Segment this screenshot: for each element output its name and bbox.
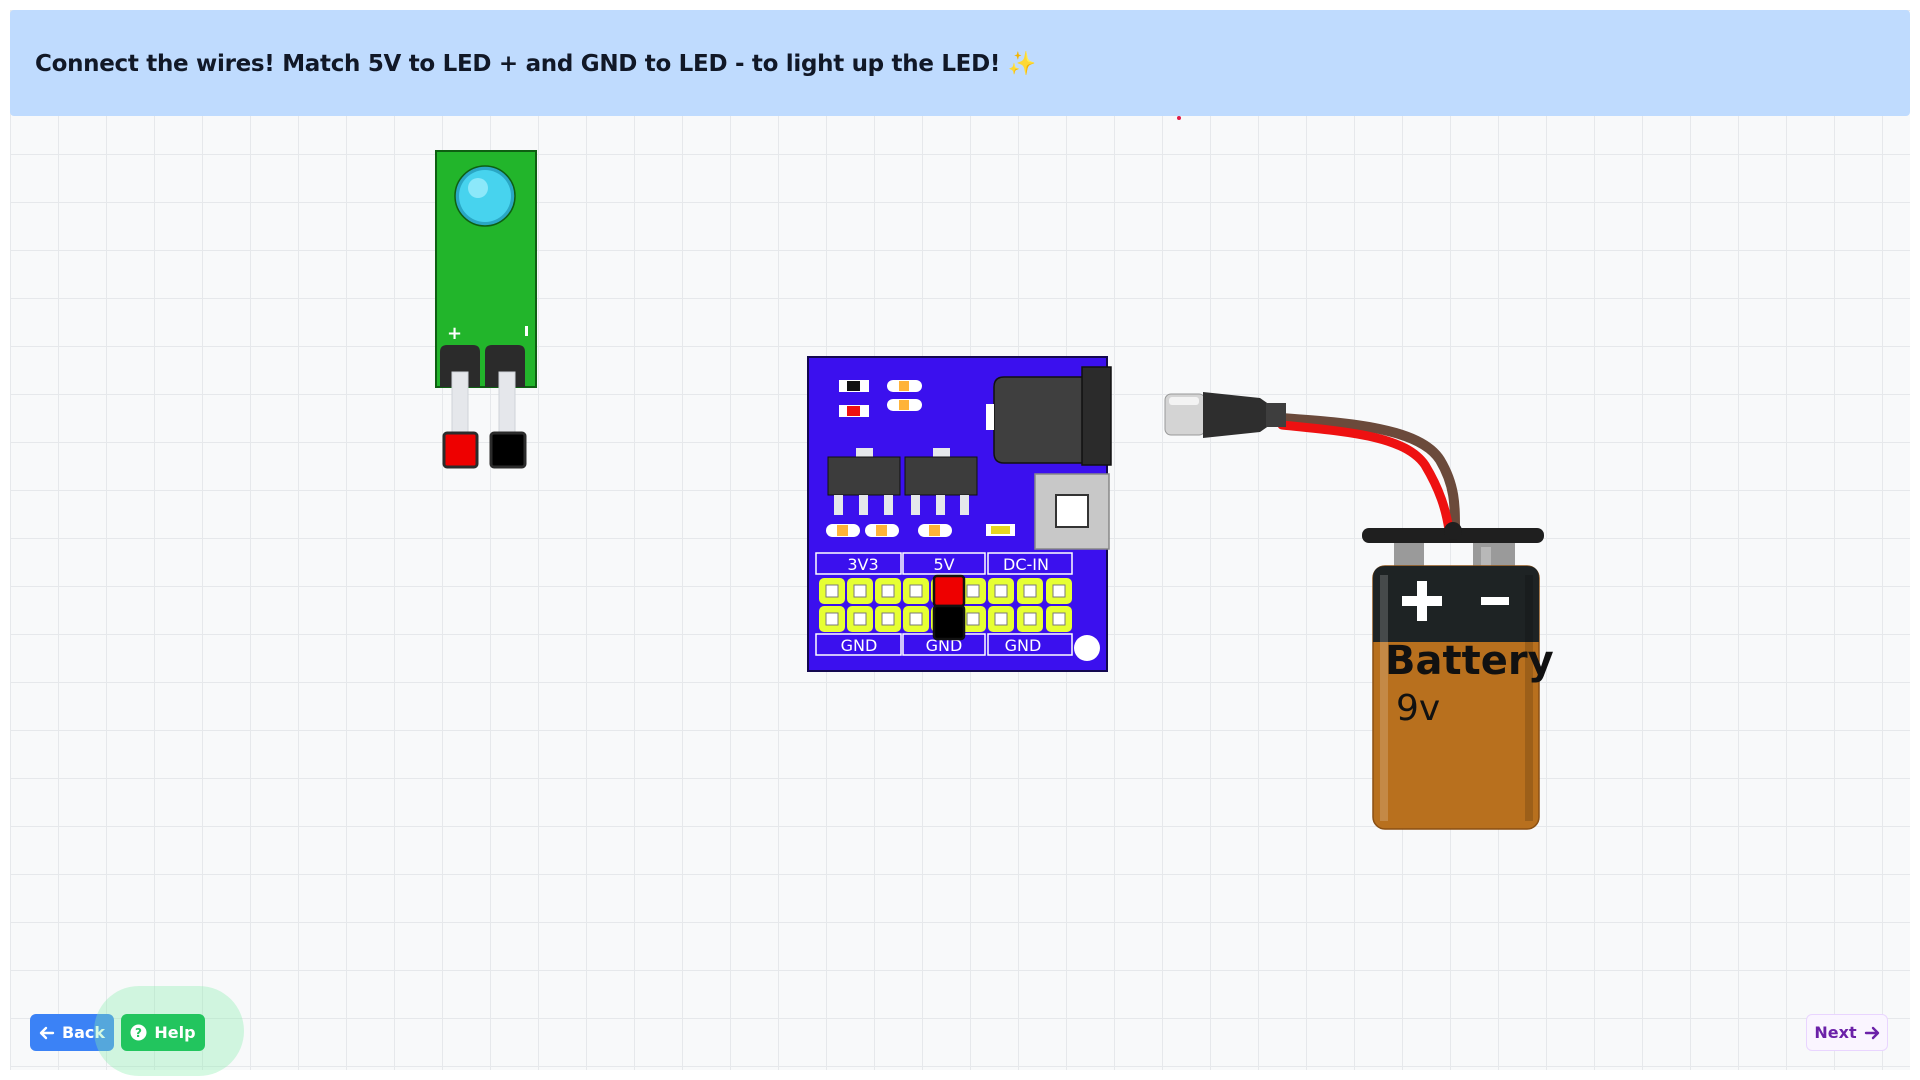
header-pin-hole — [1052, 584, 1066, 598]
led-lens-inner — [459, 170, 511, 222]
header-pin-hole — [909, 584, 923, 598]
dc-plug-strain — [1266, 403, 1286, 427]
smd-part — [847, 406, 860, 416]
header-pin-hole — [853, 612, 867, 626]
header-pin-hole — [825, 584, 839, 598]
arrow-right-icon — [1864, 1025, 1880, 1041]
dc-plug-shine — [1169, 397, 1199, 405]
rail-label-5v: 5V — [933, 555, 954, 574]
mounting-hole — [1074, 635, 1100, 661]
battery-cable-red — [1277, 420, 1454, 535]
power-board[interactable]: 3V3 5V DC-IN GND GND GND — [807, 356, 1112, 672]
header-pin-hole — [825, 612, 839, 626]
regulator-leg — [911, 495, 920, 515]
rail-label-3v3: 3V3 — [847, 555, 878, 574]
regulator-leg — [884, 495, 893, 515]
led-negative-pin[interactable] — [489, 431, 527, 469]
rail-label-dcin: DC-IN — [1003, 555, 1049, 574]
gnd-label-1: GND — [841, 636, 878, 655]
header-pin-hole — [853, 584, 867, 598]
regulator-leg — [936, 495, 945, 515]
svg-text:?: ? — [135, 1026, 142, 1040]
header-pin-hole — [966, 584, 980, 598]
help-button[interactable]: ? Help — [121, 1014, 205, 1051]
gnd-box-3 — [987, 633, 1073, 656]
board-gnd-pin[interactable] — [932, 604, 966, 641]
smd-led — [991, 526, 1010, 534]
led-positive-pin[interactable] — [442, 431, 479, 469]
battery-snap-knob — [1444, 522, 1462, 540]
board-5v-pin[interactable] — [932, 574, 966, 608]
battery-minus-icon — [1481, 597, 1509, 605]
battery-terminal-minus-inner — [1481, 547, 1491, 568]
back-button[interactable]: Back — [30, 1014, 114, 1051]
battery-terminal-minus — [1473, 543, 1515, 568]
header-pin-hole — [909, 612, 923, 626]
power-switch[interactable] — [1034, 473, 1110, 550]
next-label: Next — [1814, 1023, 1857, 1042]
gnd-label-2: GND — [926, 636, 963, 655]
regulator-leg — [960, 495, 969, 515]
rail-box-5v — [902, 552, 986, 575]
led-highlight — [468, 178, 488, 198]
rail-box-3v3 — [815, 552, 902, 575]
header-pin-hole — [994, 584, 1008, 598]
battery-shine — [1380, 575, 1388, 821]
battery-assembly[interactable]: Battery 9v — [1164, 392, 1554, 830]
header-pin-hole — [994, 612, 1008, 626]
voltage-regulator — [904, 456, 978, 496]
battery-cap — [1373, 566, 1539, 642]
header-pin-hole — [1052, 612, 1066, 626]
dc-plug-body — [1203, 392, 1270, 438]
led-plus-mark: + — [447, 323, 462, 344]
instruction-banner: Connect the wires! Match 5V to LED + and… — [10, 10, 1910, 116]
header-pin-hole — [1023, 612, 1037, 626]
smd-capacitor — [837, 525, 848, 536]
back-label: Back — [61, 1023, 106, 1042]
battery-plus-icon — [1417, 581, 1427, 621]
next-button[interactable]: Next — [1806, 1014, 1888, 1051]
smd-resistor — [899, 400, 909, 410]
gnd-box-1 — [815, 633, 902, 656]
question-circle-icon: ? — [130, 1024, 147, 1041]
smd-capacitor — [929, 525, 940, 536]
instruction-text: Connect the wires! Match 5V to LED + and… — [35, 50, 1037, 77]
barrel-jack-pin — [986, 404, 994, 430]
smd-resistor — [899, 381, 909, 391]
power-switch-button[interactable] — [1055, 494, 1089, 528]
smd-capacitor — [876, 525, 887, 536]
battery-shade — [1525, 575, 1533, 821]
stray-dot — [1177, 116, 1181, 120]
barrel-jack-front — [1081, 366, 1112, 466]
rail-box-dcin — [987, 552, 1073, 575]
regulator-leg — [859, 495, 868, 515]
voltage-regulator — [827, 456, 901, 496]
header-pin-hole — [881, 584, 895, 598]
battery-voltage: 9v — [1396, 688, 1440, 729]
help-label: Help — [154, 1023, 196, 1042]
regulator-tab — [856, 448, 873, 458]
battery-label: Battery — [1385, 638, 1554, 684]
regulator-leg — [834, 495, 843, 515]
led-leg-positive — [451, 371, 469, 437]
battery-cable-brown — [1277, 413, 1460, 535]
led-minus-mark — [525, 326, 528, 336]
battery-terminal-plus — [1394, 543, 1424, 568]
header-pin-hole — [1023, 584, 1037, 598]
regulator-tab — [933, 448, 950, 458]
led-pin-housing-positive — [440, 345, 480, 387]
header-pin-hole — [881, 612, 895, 626]
led-leg-negative — [498, 371, 516, 437]
smd-part — [847, 381, 860, 391]
gnd-label-3: GND — [1005, 636, 1042, 655]
led-module[interactable]: + — [435, 150, 537, 469]
barrel-jack — [993, 376, 1085, 464]
header-pin-hole — [966, 612, 980, 626]
arrow-left-icon — [39, 1025, 55, 1041]
